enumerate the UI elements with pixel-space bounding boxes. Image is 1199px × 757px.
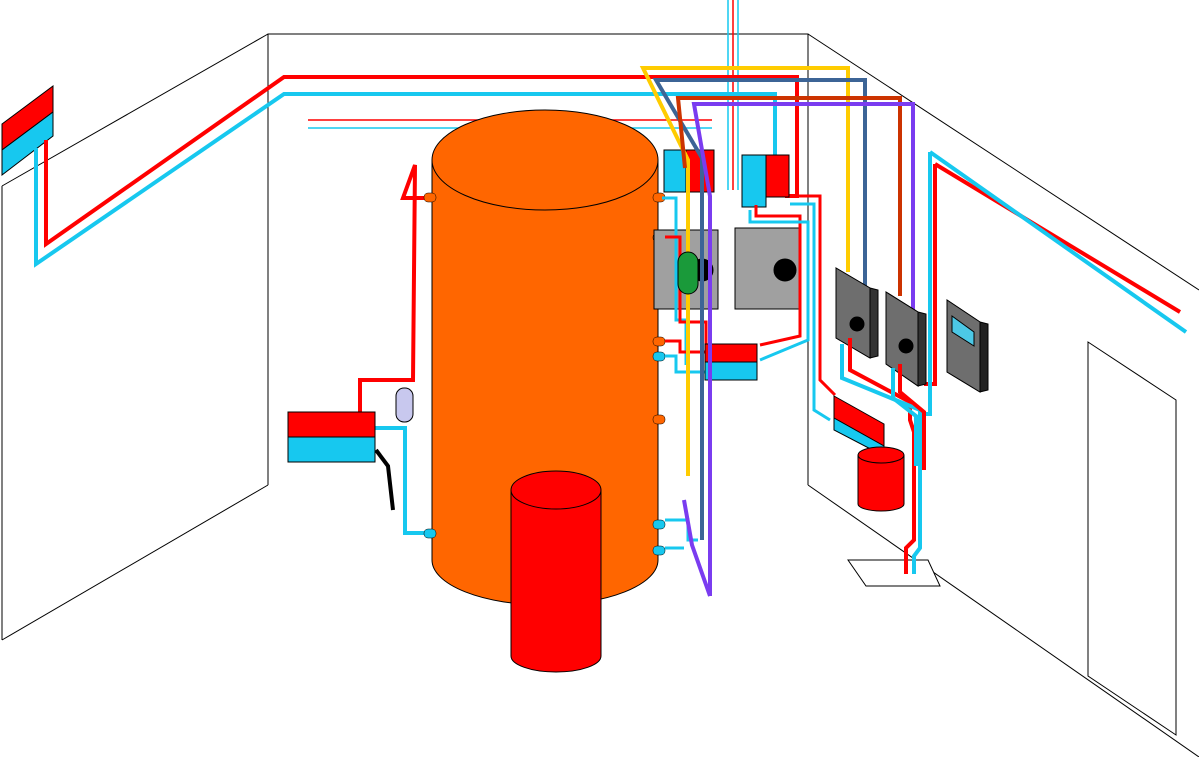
middle-manifold <box>704 343 758 381</box>
buffer-left-piping <box>358 164 430 535</box>
controller-piping <box>840 338 926 574</box>
controller-1 <box>835 267 879 359</box>
left-wall-radiator <box>1 85 54 177</box>
buffer-right-piping <box>662 194 837 550</box>
left-manifold <box>287 411 376 463</box>
controller-2 <box>885 291 927 387</box>
door <box>1087 341 1177 736</box>
violet-lower <box>682 499 712 597</box>
expansion-vessel-right <box>857 446 905 512</box>
thermostat <box>946 299 989 393</box>
violet-wire <box>691 102 915 596</box>
right-manifold <box>833 395 885 457</box>
right-wall-top-edge <box>807 33 1199 291</box>
floor-right-edge <box>807 484 1199 757</box>
steel-blue-wire <box>652 78 867 540</box>
green-sensor <box>677 251 699 295</box>
expansion-vessel-small <box>395 387 414 423</box>
floor-drain <box>847 559 941 587</box>
pump-station-right <box>734 154 800 310</box>
floor-left-edge <box>1 484 269 641</box>
dhw-tank <box>510 470 602 673</box>
rust-wire <box>675 96 902 296</box>
